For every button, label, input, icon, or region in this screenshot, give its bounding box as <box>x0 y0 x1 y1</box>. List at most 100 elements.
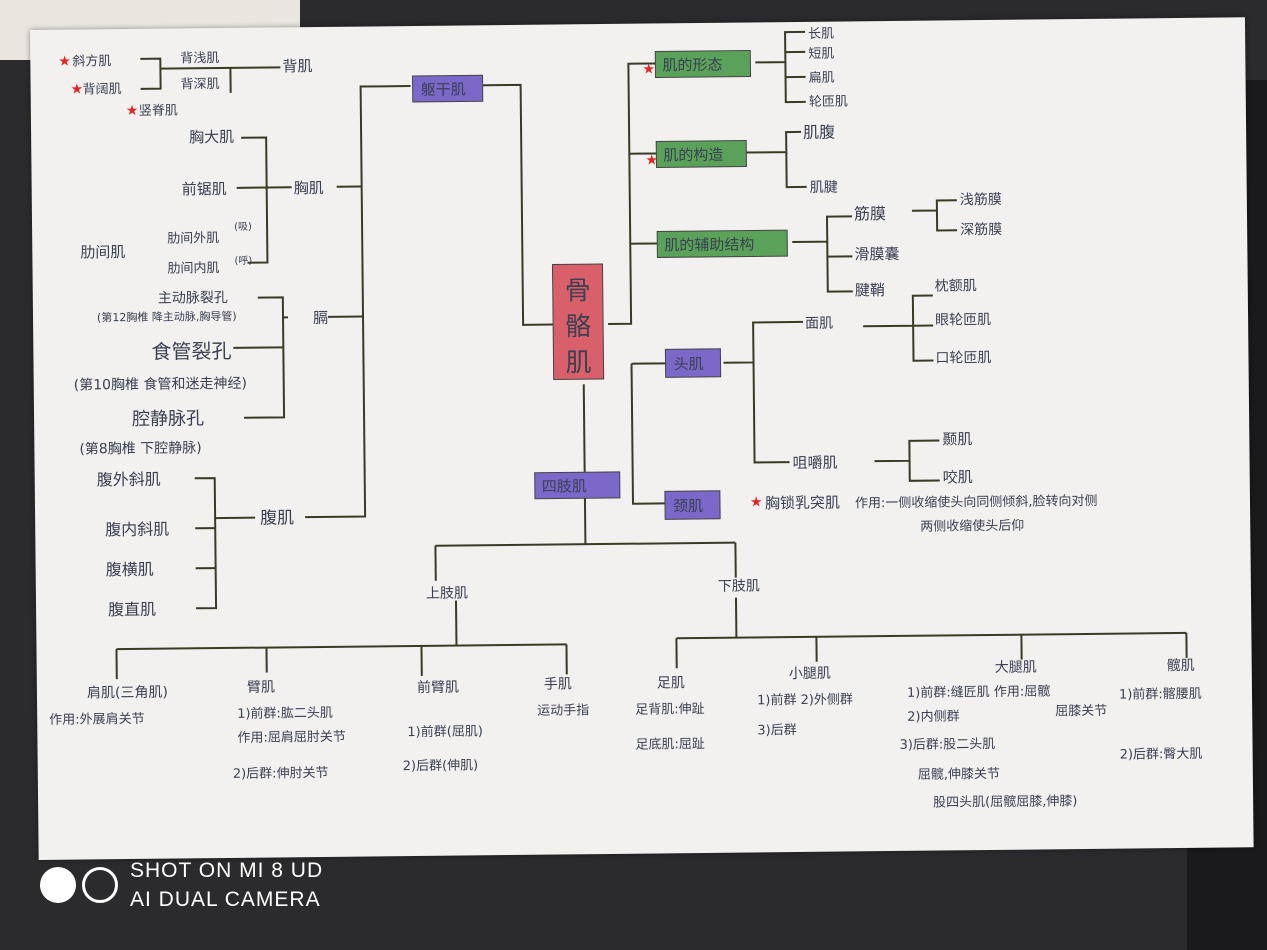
neck-box <box>664 490 721 520</box>
root-box <box>551 263 605 381</box>
abdomen-item: 腹外斜肌 <box>97 470 161 490</box>
aortic-hiatus: 主动脉裂孔 <box>158 290 228 307</box>
face-label: 面肌 <box>805 316 833 332</box>
hip-label: 髋肌 <box>1167 657 1195 674</box>
foot-plantar: 足底肌:屈趾 <box>635 736 705 753</box>
star-icon: ★ <box>58 54 71 70</box>
root-label: 骨骼肌 <box>565 276 592 378</box>
face-item: 口轮匝肌 <box>935 350 991 367</box>
struct-item: 肌腱 <box>810 180 838 196</box>
head-box <box>664 348 722 378</box>
face-item: 枕额肌 <box>935 278 977 294</box>
abdomen-label: 腹肌 <box>260 508 294 528</box>
aux-label: 肌的辅助结构 <box>664 235 754 254</box>
foot-dorsal: 足背肌:伸趾 <box>635 702 705 718</box>
calf-back: 3)后群 <box>757 723 796 738</box>
watermark-text: SHOT ON MI 8 UD AI DUAL CAMERA <box>130 856 323 914</box>
back-deep: 背深肌 <box>181 77 220 92</box>
mastication-item: 咬肌 <box>943 468 973 486</box>
star-icon: ★ <box>645 152 658 168</box>
hip-front: 1)前群:髂腰肌 <box>1119 686 1202 703</box>
vena-foramen: 腔静脉孔 <box>132 408 204 430</box>
neck-label: 颈肌 <box>673 497 703 515</box>
diaphragm-label: 膈 <box>313 309 328 327</box>
lower-limb-label: 下肢肌 <box>718 578 760 594</box>
lens-ring-icon <box>82 867 118 903</box>
watermark-line-2: AI DUAL CAMERA <box>130 888 321 911</box>
mind-map-drawing: ★ ★ ★ ★ ★ ★ 骨骼肌 躯干肌 四肢肌 头肌 颈肌 肌的形态 肌的构造 … <box>49 27 1203 811</box>
arm-front: 1)前群:肱二头肌 <box>237 705 333 722</box>
back-label: 背肌 <box>282 57 312 75</box>
chest-item: 前锯肌 <box>182 180 227 198</box>
back-shallow: 背浅肌 <box>180 51 219 66</box>
fascia-item: 浅筋膜 <box>960 191 1002 208</box>
back-item: 竖脊肌 <box>139 103 178 118</box>
trunk-label: 躯干肌 <box>421 80 466 98</box>
aortic-note: (第12胸椎 降主动脉,胸导管) <box>97 309 237 324</box>
abdomen-item: 腹内斜肌 <box>105 520 169 540</box>
arm-function: 作用:屈肩屈肘关节 <box>237 729 346 746</box>
connector-lines <box>115 30 1188 680</box>
forearm-back: 2)后群(伸肌) <box>403 758 479 774</box>
mastication-label: 咀嚼肌 <box>792 454 837 472</box>
quadriceps: 股四头肌(屈髋屈膝,伸膝) <box>933 793 1077 811</box>
intercostal-note: (呼) <box>234 255 252 267</box>
morph-item: 扁肌 <box>808 71 834 86</box>
struct-box <box>655 140 747 168</box>
star-icon: ★ <box>750 494 763 510</box>
morph-box <box>654 49 752 78</box>
back-item: 斜方肌 <box>72 53 111 69</box>
camera-watermark: SHOT ON MI 8 UD AI DUAL CAMERA <box>40 855 323 915</box>
scm-function-2: 两侧收缩使头后仰 <box>920 518 1024 535</box>
abdomen-item: 腹横肌 <box>106 560 154 580</box>
limbs-label: 四肢肌 <box>542 477 587 495</box>
star-marks: ★ ★ ★ ★ ★ ★ <box>58 54 763 511</box>
thigh-front-function: 屈膝关节 <box>1055 704 1107 720</box>
intercostal-label: 肋间肌 <box>80 243 125 261</box>
arm-label: 臂肌 <box>247 679 275 695</box>
struct-item: 肌腹 <box>803 123 835 142</box>
shoulder-function: 作用:外展肩关节 <box>49 711 145 728</box>
forearm-label: 前臂肌 <box>417 679 459 696</box>
chest-label: 胸肌 <box>294 179 324 197</box>
thigh-label: 大腿肌 <box>995 659 1037 675</box>
trunk-box <box>411 74 484 103</box>
intercostal-external: 肋间外肌 <box>167 231 219 247</box>
vena-note: (第8胸椎 下腔静脉) <box>79 439 201 457</box>
calf-label: 小腿肌 <box>789 666 831 682</box>
arm-back: 2)后群:伸肘关节 <box>233 766 329 782</box>
bursa-label: 滑膜囊 <box>854 245 899 263</box>
mind-map-paper: ★ ★ ★ ★ ★ ★ 骨骼肌 躯干肌 四肢肌 头肌 颈肌 肌的形态 肌的构造 … <box>30 17 1254 860</box>
thigh-front: 1)前群:缝匠肌 作用:屈髋 <box>907 683 1050 700</box>
calf-groups: 1)前群 2)外侧群 <box>757 691 853 708</box>
hip-back: 2)后群:臀大肌 <box>1120 747 1203 763</box>
esophageal-hiatus: 食管裂孔 <box>151 339 231 364</box>
lens-circle-icon <box>40 867 76 903</box>
morph-item: 短肌 <box>808 47 834 62</box>
watermark-line-1: SHOT ON MI 8 UD <box>130 859 324 882</box>
fascia-item: 深筋膜 <box>960 221 1002 238</box>
aux-box <box>656 229 788 258</box>
category-boxes <box>411 49 788 520</box>
back-item: 背阔肌 <box>83 82 122 97</box>
hand-function: 运动手指 <box>537 703 589 719</box>
intercostal-note: (吸) <box>234 222 252 233</box>
scm-function-1: 作用:一侧收缩使头向同侧倾斜,脸转向对侧 <box>855 493 1098 512</box>
abdomen-item: 腹直肌 <box>108 600 156 620</box>
sheath-label: 腱鞘 <box>855 281 885 299</box>
morph-item: 轮匝肌 <box>809 94 848 109</box>
head-label: 头肌 <box>673 355 703 373</box>
morph-label: 肌的形态 <box>662 56 722 75</box>
thigh-back: 3)后群:股二头肌 <box>899 737 995 753</box>
mastication-item: 颞肌 <box>942 430 972 448</box>
foot-label: 足肌 <box>657 675 685 691</box>
struct-label: 肌的构造 <box>663 146 723 165</box>
face-item: 眼轮匝肌 <box>935 312 991 329</box>
thigh-back-function: 屈髋,伸膝关节 <box>918 766 1000 783</box>
star-icon: ★ <box>126 103 139 119</box>
morph-item: 长肌 <box>808 27 834 42</box>
camera-lens-icon <box>40 867 118 903</box>
star-icon: ★ <box>642 61 655 77</box>
fascia-label: 筋膜 <box>854 204 886 223</box>
